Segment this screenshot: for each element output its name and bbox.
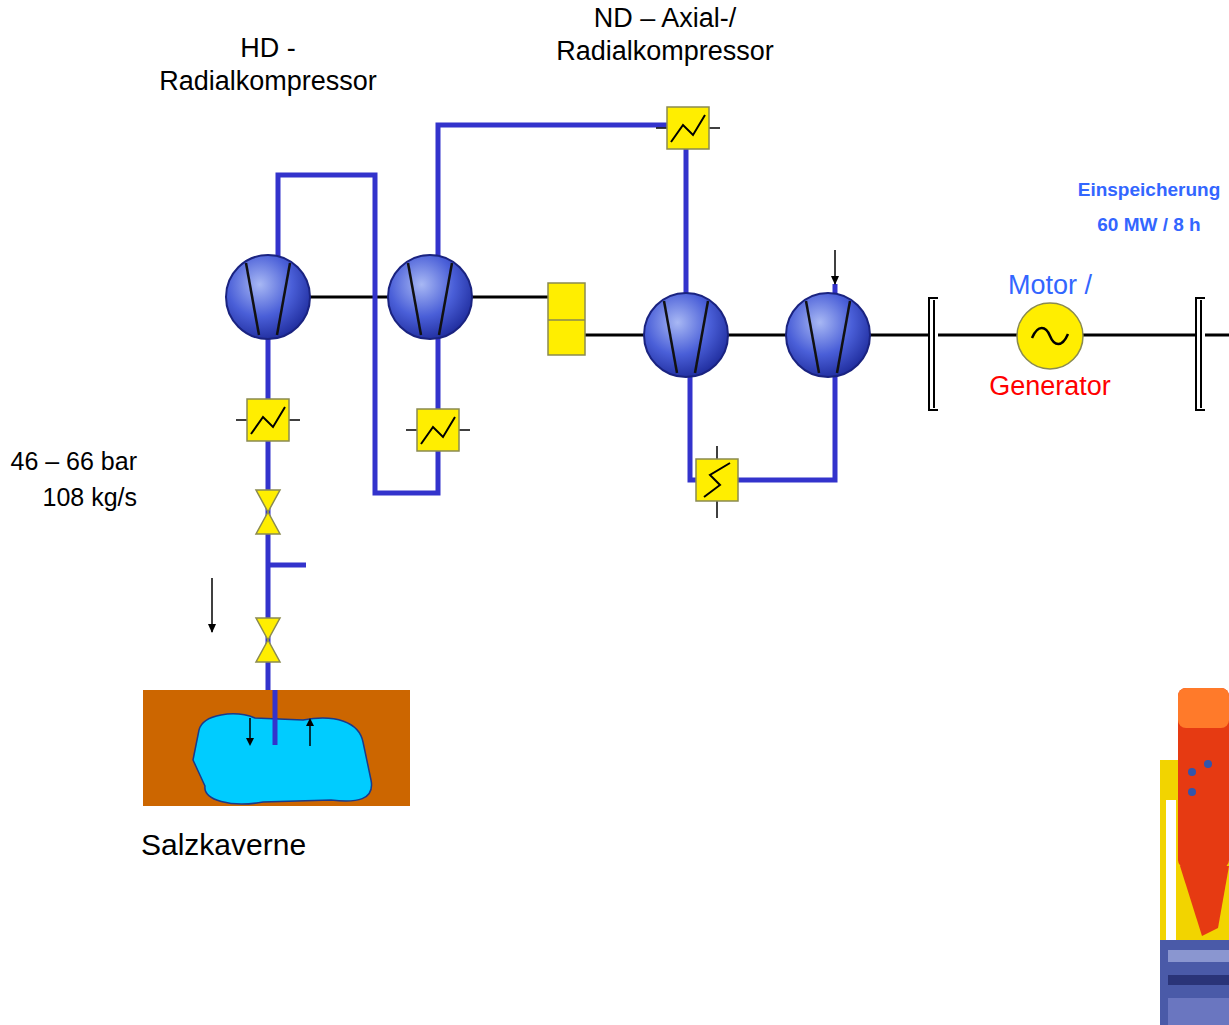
lp-compressor — [644, 293, 728, 377]
generator-label: Generator — [956, 371, 1144, 402]
storage-rating: Einspeicherung 60 MW / 8 h — [1074, 172, 1224, 242]
salt-cavern-node: Salzkaverne — [139, 690, 414, 870]
turbine-picture — [1160, 688, 1229, 1025]
cooler — [656, 107, 720, 149]
air-pipe — [268, 125, 835, 692]
valve — [256, 618, 280, 662]
hp-compressor — [388, 255, 472, 339]
inlet-arrow — [834, 250, 836, 284]
valve — [256, 490, 280, 534]
lp-compressor — [786, 293, 870, 377]
gearbox — [548, 283, 585, 355]
hp-compressor — [226, 255, 310, 339]
cooler — [406, 409, 470, 451]
motor-generator: Motor / Generator — [956, 270, 1144, 404]
cooler — [696, 446, 738, 518]
cavern-label: Salzkaverne — [139, 828, 414, 862]
compressor-label: HD - Radialkompressor — [143, 32, 393, 98]
flow-arrow — [211, 578, 213, 632]
motor-label: Motor / — [956, 270, 1144, 301]
compressor-label: ND – Axial-/ Radialkompressor — [540, 2, 790, 68]
coupling — [929, 298, 1205, 410]
pressure-flow-note: 46 – 66 bar 108 kg/s — [2, 443, 137, 515]
cooler — [236, 399, 300, 441]
salt-cavern — [143, 690, 410, 806]
